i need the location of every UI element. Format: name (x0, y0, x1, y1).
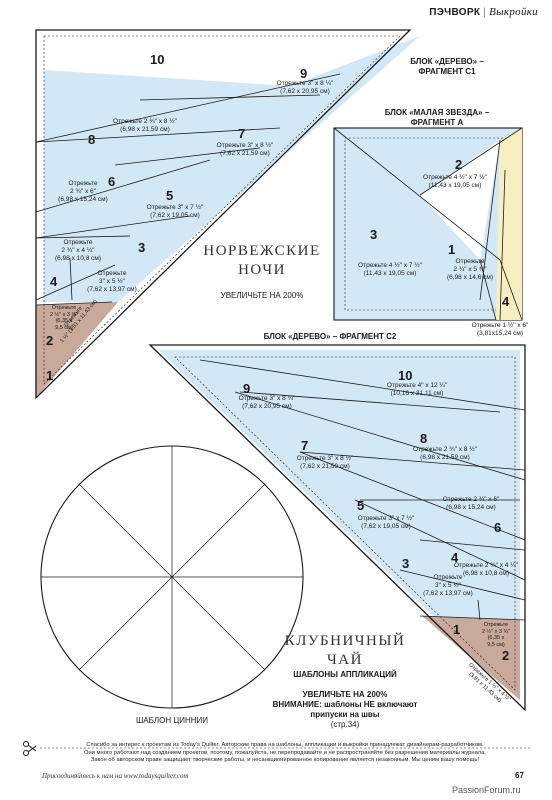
tree-c2-piece-3: 3 (402, 556, 410, 571)
tree-c1-piece-3: 3 (138, 240, 146, 255)
norway-enlarge: УВЕЛИЧЬТЕ НА 200% (220, 291, 304, 300)
page-number: 67 (515, 771, 524, 780)
star-a-piece-1: 1 (448, 242, 456, 257)
tree-c2-title: БЛОК «ДЕРЕВО» – ФРАГМЕНТ С2 (263, 332, 397, 341)
tree-c2-piece-5: 5 (357, 498, 365, 513)
star-a-pattern (333, 127, 523, 321)
tree-c1-outline (35, 29, 412, 400)
header-section: ПЭЧВОРК (429, 7, 481, 18)
tree-c1-piece-7: 7 (238, 126, 246, 141)
tree-c2-cut-7: Отрежьте 3" х 8 ½"(7,62 х 21,59 см) (296, 455, 354, 470)
tree-c2-piece-10: 10 (398, 368, 413, 383)
tree-c2-piece-4: 4 (451, 550, 459, 565)
star-a-title: БЛОК «МАЛАЯ ЗВЕЗДА» – ФРАГМЕНТ А (384, 108, 490, 127)
tree-c1-piece-5: 5 (166, 188, 174, 203)
tree-c1-cut-5: Отрежьте 3" х 7 ½"(7,62 х 19,05 см) (146, 204, 204, 219)
tree-c2-piece-6: 6 (494, 520, 502, 535)
tree-c1-blue-fill (44, 36, 420, 302)
tree-c1-piece-1: 1 (46, 368, 54, 383)
star-a-cut-3: Отрежьте 4 ½" х 7 ½"(11,43 х 19,05 см) (358, 262, 422, 277)
strawberry-subtitle: ШАБЛОНЫ АППЛИКАЦИЙ (293, 670, 397, 679)
norway-title: НОРВЕЖСКИЕ НОЧИ (203, 243, 321, 278)
tree-c1-piece-9: 9 (300, 66, 308, 81)
subscribe-link[interactable]: Присоединяйтесь к нам на www.todaysquilt… (42, 772, 189, 780)
strawberry-title: КЛУБНИЧНЫЙ ЧАЙ (284, 633, 406, 668)
page-header: ПЭЧВОРК|Выкройки (429, 6, 538, 18)
tree-c2-cut-6: Отрежьте 2 ¾" х 6"(6,98 х 15,24 см) (442, 496, 500, 511)
zinnia-label: ШАБЛОН ЦИННИИ (135, 716, 209, 725)
tree-c2-cut-4: Отрежьте 2 ¾" х 4 ¼"(6,98 х 10,8 см) (454, 562, 518, 577)
tree-c2-pattern (148, 344, 526, 712)
tree-c1-piece-10: 10 (150, 52, 165, 67)
tree-c2-piece-2: 2 (502, 648, 510, 663)
tree-c1-piece-8: 8 (88, 132, 96, 147)
strawberry-notes: УВЕЛИЧЬТЕ НА 200% ВНИМАНИЕ: шаблоны НЕ в… (272, 690, 418, 729)
tree-c1-cut-8: Отрежьте 2 ¾" х 8 ½"(6,98 х 21,59 см) (113, 118, 177, 133)
scissors-icon (23, 741, 37, 756)
tree-c2-cut-5: Отрежьте 3" х 7 ½"(7,62 х 19,05 см) (357, 515, 415, 530)
star-a-piece-2: 2 (455, 157, 463, 172)
tree-c1-piece-4: 4 (50, 274, 58, 289)
tree-c2-piece-7: 7 (301, 438, 309, 453)
tree-c2-piece-9: 9 (243, 381, 251, 396)
star-a-piece-4: 4 (502, 294, 510, 309)
tree-c1-white-strip (44, 36, 420, 86)
tree-c1-title: БЛОК «ДЕРЕВО» – ФРАГМЕНТ С1 (410, 57, 484, 76)
tree-c1-cut-9: Отрежьте 3" х 8 ¼"(7,62 х 20,95 см) (276, 80, 334, 95)
tree-c2-cut-8: Отрежьте 2 ¾" х 8 ½"(6,98 х 21,59 см) (413, 446, 477, 461)
header-subsection: Выкройки (489, 6, 538, 18)
tree-c1-piece-2: 2 (46, 333, 54, 348)
tree-c1-cut-7: Отрежьте 3" х 8 ½"(7,62 х 21,59 см) (216, 142, 274, 157)
tree-c2-cut-9: Отрежьте 3" х 8 ¼"(7,62 х 20,95 см) (238, 395, 296, 410)
star-a-cut-4: Отрежьте 1 ½" х 6"(3,81х15,24 см) (471, 322, 529, 337)
star-a-cut-2: Отрежьте 4 ½" х 7 ½"(11,43 х 19,05 см) (423, 174, 487, 189)
tree-c1-piece-6: 6 (108, 174, 116, 189)
tree-c2-piece-1: 1 (453, 622, 461, 637)
copyright-notice: Спасибо за интерес к проектам из Today's… (83, 742, 487, 763)
zinnia-template (40, 445, 304, 709)
tree-c2-piece-8: 8 (420, 431, 428, 446)
star-a-piece-3: 3 (370, 227, 378, 242)
tree-c2-cut-10: Отрежьте 4" х 12 ¼"(10,16 х 31,11 см) (386, 382, 448, 397)
tree-c1-pink-piece (36, 302, 118, 398)
watermark: PassionForum.ru (452, 785, 521, 795)
tree-c1-pattern (35, 29, 420, 400)
